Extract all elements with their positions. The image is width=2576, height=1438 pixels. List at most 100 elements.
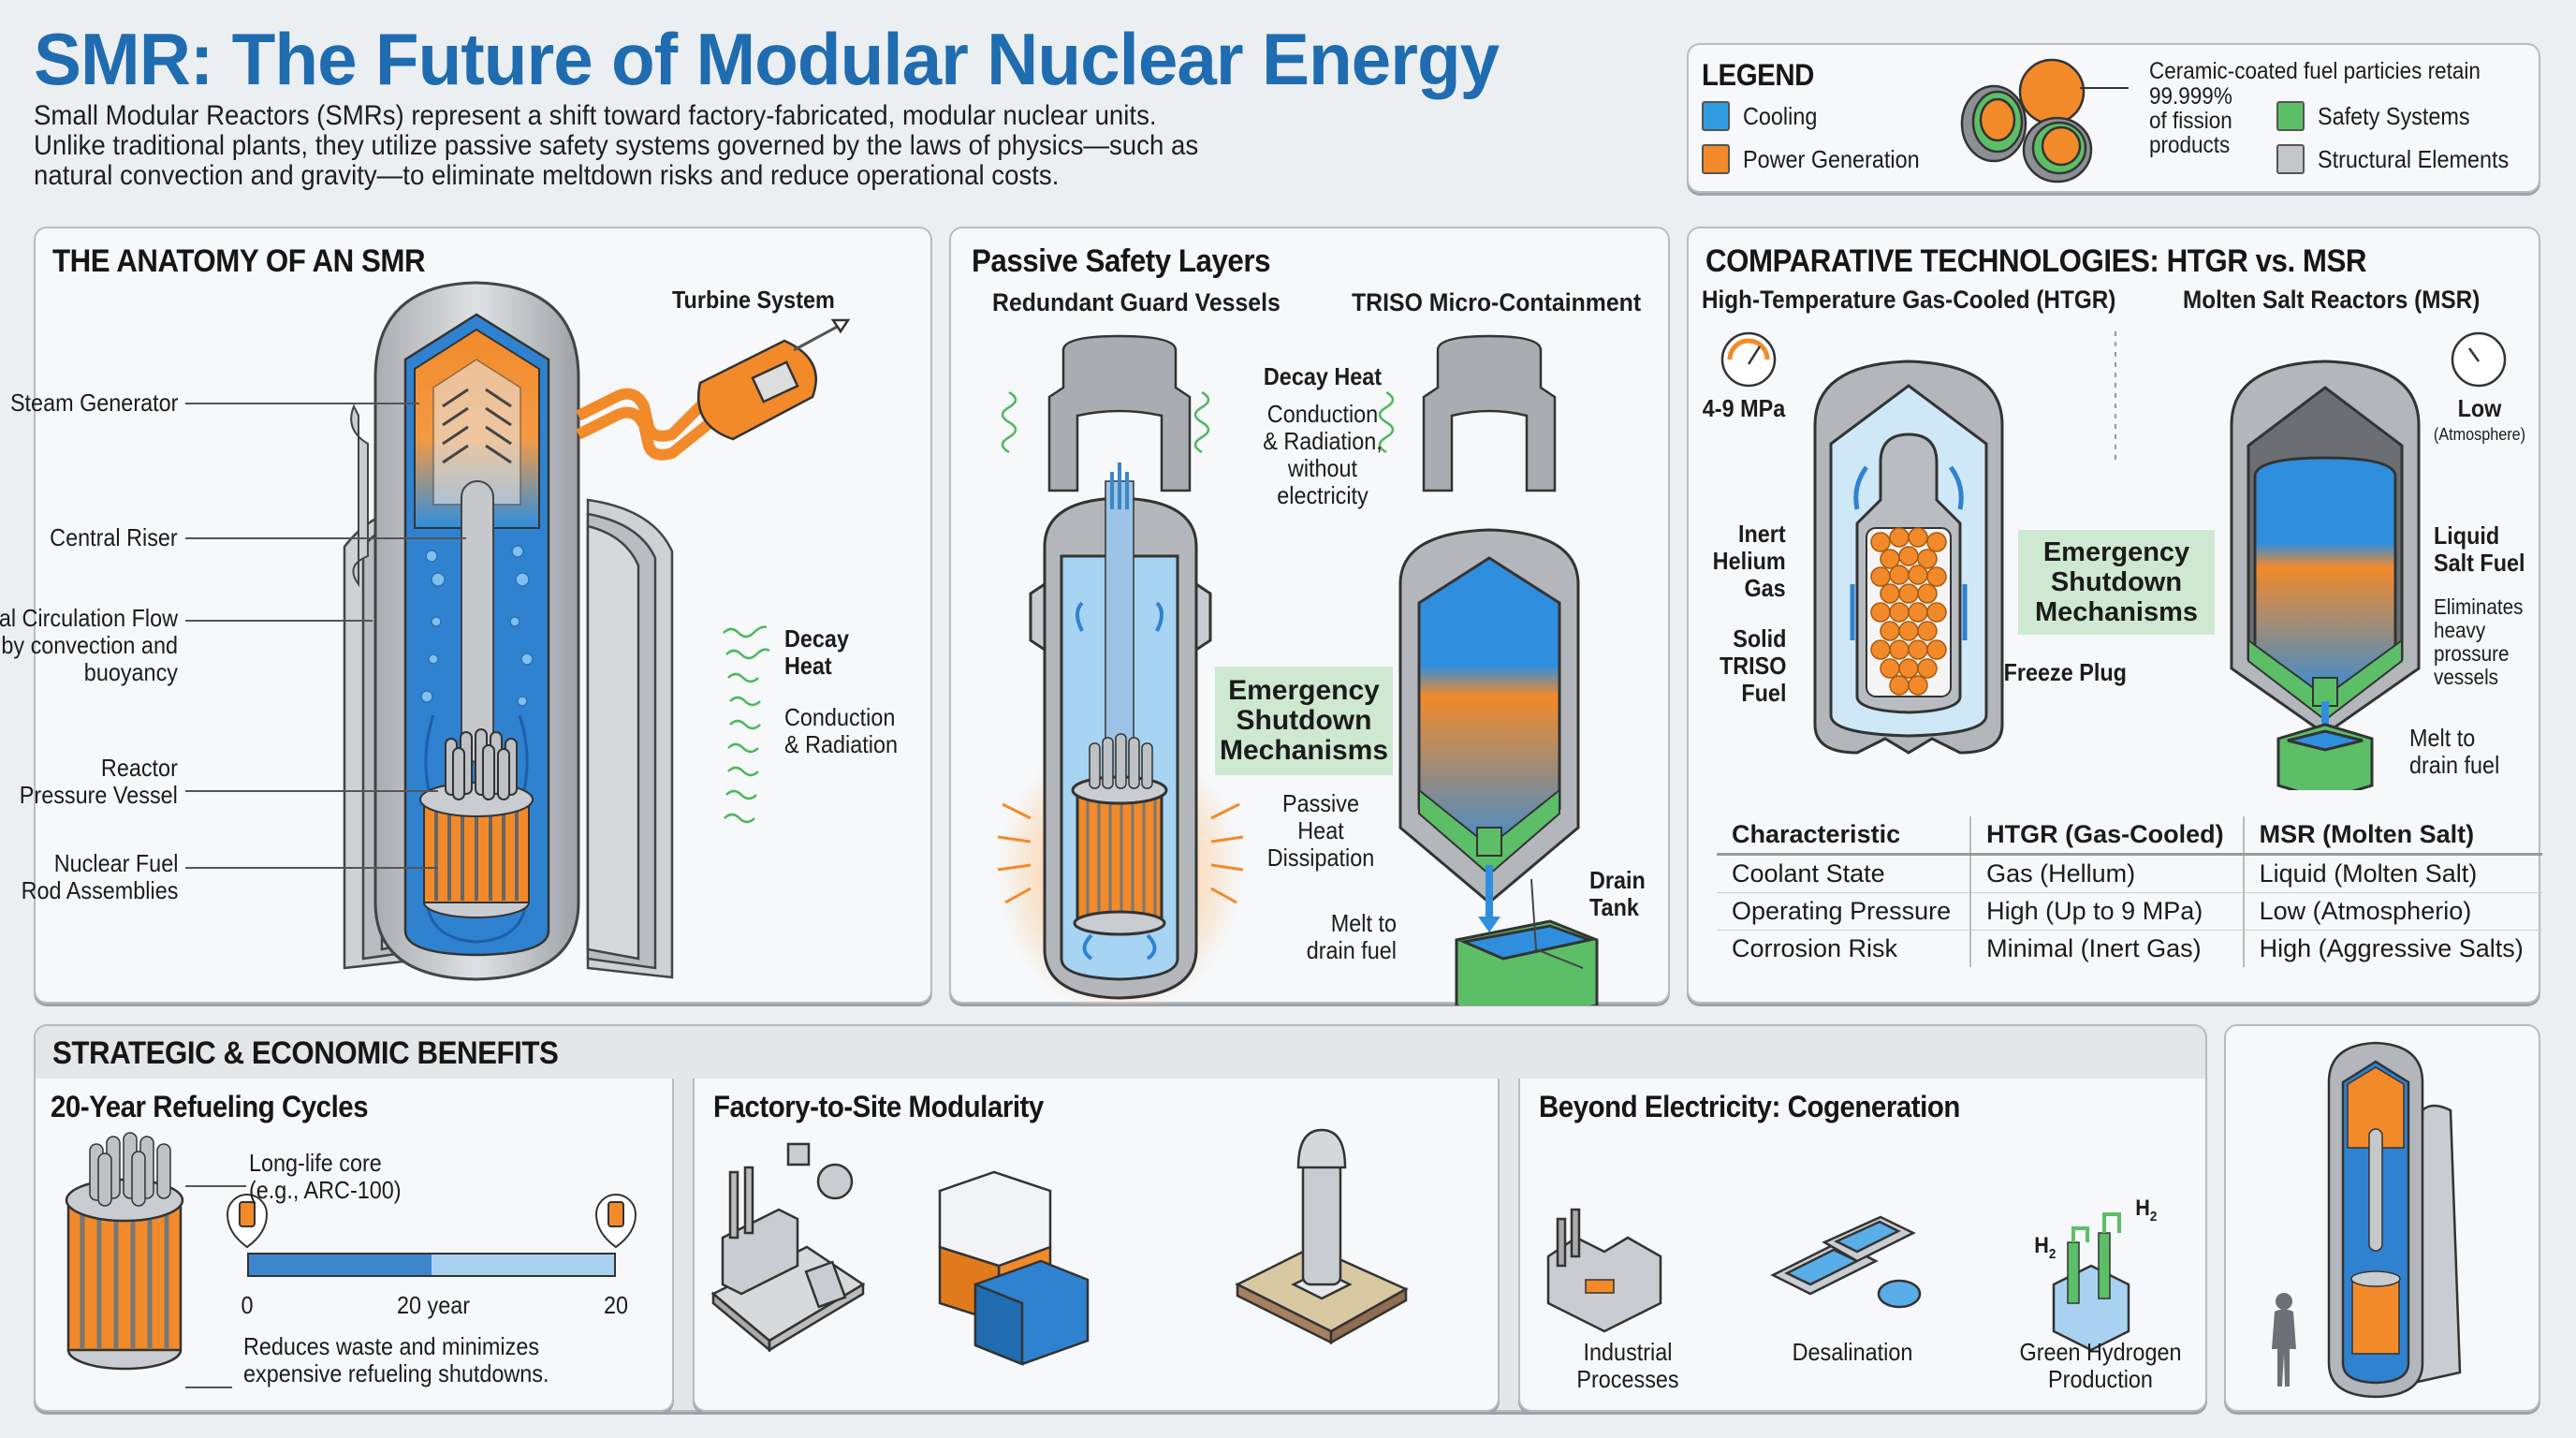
label-line: by convection and (1, 631, 179, 659)
leader-line (185, 790, 438, 792)
label-line: Dissipation (1266, 844, 1375, 872)
passive-safety-panel: Passive Safety Layers Redundant Guard Ve… (949, 227, 1670, 1005)
label-line: Mechanisms (2034, 597, 2199, 627)
msr-title: Molten Salt Reactors (MSR) (2183, 286, 2481, 314)
label-eliminates-vessels: Eliminates heavy prossure vessels (2434, 595, 2523, 689)
table-cell: Low (Atmospherio) (2242, 892, 2542, 931)
label-fuel-rods: Nuclear Fuel Rod Assemblies (21, 850, 178, 904)
pressure-gauge-low (2451, 331, 2507, 388)
legend-swatch-power (1702, 144, 1730, 174)
leader-line (185, 867, 438, 869)
label-line: Drain (1589, 866, 1646, 894)
label-steam-generator: Steam Generator (9, 389, 178, 417)
passive-col-right: TRISO Micro-Containment (1352, 288, 1642, 316)
passive-col-left: Redundant Guard Vessels (992, 288, 1281, 316)
h2-symbol: H (2135, 1196, 2150, 1221)
table-row: Coolant State Gas (Hellum) Liquid (Molte… (1717, 854, 2542, 893)
passive-heat-dissipation: Passive Heat Dissipation (1258, 790, 1384, 872)
label-line: drain fuel (1306, 936, 1397, 964)
refuel-title: 20-Year Refueling Cycles (51, 1090, 369, 1123)
comparison-table: Characteristic HTGR (Gas-Cooled) MSR (Mo… (1717, 816, 2542, 967)
modularity-title: Factory-to-Site Modularity (713, 1090, 1044, 1123)
factory-icon (710, 1142, 866, 1353)
triso-particles-icon (1960, 58, 2129, 183)
label-central-riser: Central Riser (50, 523, 178, 551)
htgr-title: High-Temperature Gas-Cooled (HTGR) (1702, 286, 2116, 314)
leader-line (185, 403, 419, 404)
timeline-fill-remaining (432, 1255, 614, 1275)
label-melt-drain: Melt to drain fuel (2409, 725, 2499, 779)
msr-pressure-value: Low (2457, 394, 2502, 422)
label-line: & Radiation (784, 730, 898, 758)
page-title: SMR: The Future of Modular Nuclear Energ… (34, 18, 1500, 100)
label-line: Liquid (2434, 521, 2500, 550)
label-line: Reactor (101, 754, 178, 782)
label-line: Melt to (1330, 909, 1397, 937)
h2-label-left: H2 (2034, 1232, 2056, 1268)
h2-label-right: H2 (2135, 1195, 2157, 1230)
table-cell: Operating Pressure (1717, 892, 1971, 931)
cogen-item-industrial: Industrial Processes (1565, 1339, 1691, 1393)
table-header: HTGR (Gas-Cooled) (1969, 816, 2244, 856)
label-line: Industrial (1583, 1338, 1673, 1366)
table-cell: Gas (Hellum) (1969, 854, 2244, 893)
legend-swatch-safety (2276, 101, 2305, 131)
table-row: Corrosion Risk Minimal (Inert Gas) High … (1717, 930, 2542, 967)
label-line: Shutdown (2050, 567, 2183, 597)
msr-pressure-note: (Atmosphere) (2433, 425, 2526, 444)
label-line: Helium (1712, 547, 1786, 575)
legend-panel: LEGEND Cooling Power Generation Ceramic-… (1687, 43, 2540, 193)
passive-safety-illustration (997, 334, 1599, 1005)
legend-label-power: Power Generation (1743, 145, 1920, 173)
legend-swatch-structural (2276, 144, 2305, 174)
passive-melt-drain: Melt to drain fuel (1307, 910, 1397, 964)
label-line: prossure (2434, 641, 2510, 666)
table-header-row: Characteristic HTGR (Gas-Cooled) MSR (Mo… (1717, 816, 2542, 856)
table-row: Operating Pressure High (Up to 9 MPa) Lo… (1717, 892, 2542, 931)
label-line: Heat (1297, 816, 1344, 844)
label-line: Conduction (784, 703, 896, 731)
triso-note-line: products (2149, 132, 2231, 158)
timeline-label-end: 20 (603, 1291, 629, 1319)
pressure-gauge-high (1720, 331, 1777, 388)
long-life-core-icon (65, 1132, 184, 1371)
timeline-fill-elapsed (249, 1255, 432, 1275)
timeline-label-start: 0 (241, 1291, 254, 1319)
label-line: vessels (2434, 665, 2499, 689)
label-line: Production (2048, 1365, 2153, 1393)
label-line: Emergency (1228, 675, 1380, 706)
label-conduction-radiation: Conduction & Radiation (784, 704, 898, 758)
timeline-label-mid: 20 year (396, 1291, 471, 1319)
industrial-factory-icon (1546, 1208, 1662, 1333)
intro-line: natural convection and gravity—to elimin… (34, 160, 1060, 191)
label-line: expensive refueling shutdowns. (243, 1359, 549, 1387)
cogen-item-desalination: Desalination (1781, 1339, 1925, 1366)
legend-swatch-cooling (1702, 101, 1730, 131)
timeline-pin-icon (594, 1194, 637, 1249)
hydrogen-electrolyzer-icon (2052, 1212, 2130, 1352)
label-line: Salt Fuel (2434, 549, 2525, 577)
passive-conduction-note: Conduction & Radiation, without electric… (1235, 401, 1412, 509)
label-line: Mechanisms (1219, 735, 1389, 766)
smr-cutaway-illustration (343, 281, 851, 981)
table-cell: High (Up to 9 MPa) (1969, 892, 2244, 931)
comparative-panel: COMPARATIVE TECHNOLOGIES: HTGR vs. MSR H… (1687, 227, 2542, 1004)
cogeneration-panel: Beyond Electricity: Cogeneration H2 H2 I… (1518, 1078, 2207, 1412)
desalination-icon (1770, 1215, 1922, 1309)
label-line: buoyancy (83, 658, 178, 686)
benefits-title: STRATEGIC & ECONOMIC BENEFITS (52, 1035, 559, 1071)
label-line: heavy (2434, 618, 2486, 642)
modularity-panel: Factory-to-Site Modularity (693, 1078, 1500, 1412)
label-line: Emergency (2042, 537, 2190, 567)
deployed-reactor-site-icon (1235, 1128, 1409, 1345)
intro-line: Small Modular Reactors (SMRs) represent … (34, 100, 1157, 131)
triso-note-line-1: Ceramic-coated fuel particies retain (2149, 58, 2481, 84)
triso-note-rest: 99.999% of fission products (2149, 84, 2232, 157)
reactor-scale-illustration (2272, 1041, 2462, 1399)
label-line: Passive (1282, 789, 1359, 817)
legend-label-safety: Safety Systems (2318, 102, 2470, 130)
label-line: Shutdown (1236, 705, 1372, 736)
h2-subscript: 2 (2048, 1245, 2056, 1262)
label-line: Green Hydrogen (2019, 1338, 2182, 1366)
modularity-illustration (710, 1128, 1409, 1366)
